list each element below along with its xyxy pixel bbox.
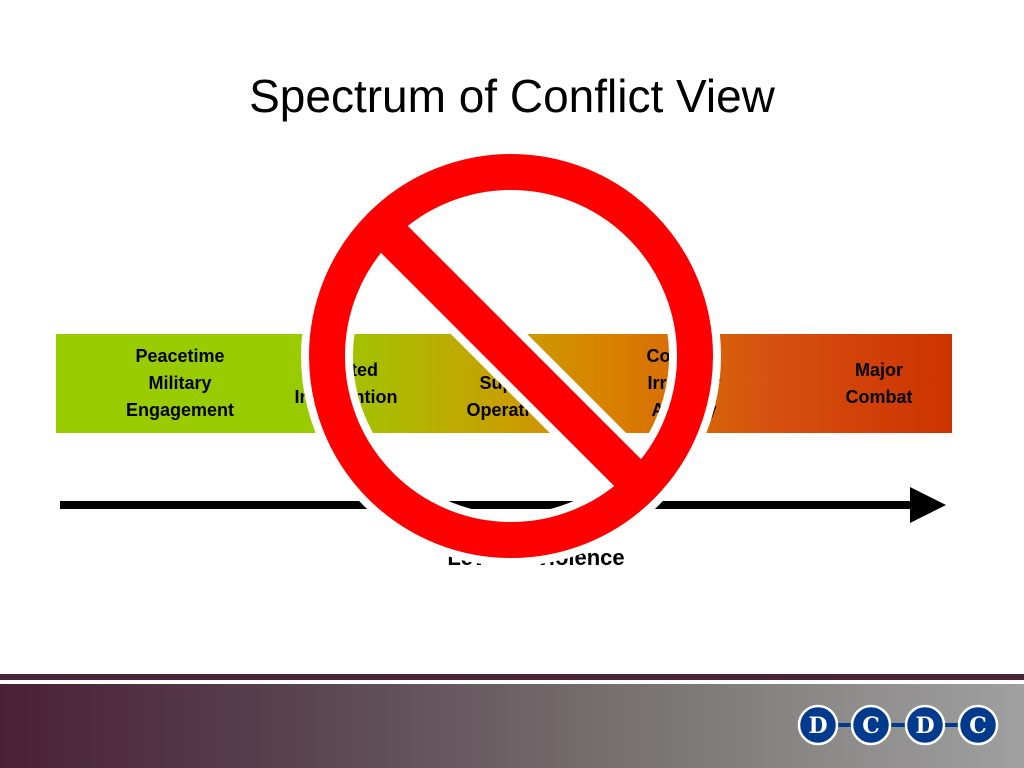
svg-text:C: C	[969, 713, 987, 739]
slide-title: Spectrum of Conflict View	[249, 70, 775, 122]
dcdc-logo: D C D C	[797, 704, 999, 746]
prohibition-ring	[309, 154, 713, 558]
logo-letter-c-1: C	[850, 704, 892, 746]
stage-major-combat: Major Combat	[845, 359, 913, 407]
footer-divider	[0, 674, 1024, 680]
svg-text:D: D	[915, 713, 934, 739]
prohibition-slash	[369, 214, 653, 498]
violence-arrow-head	[910, 487, 946, 523]
logo-letter-d-1: D	[797, 704, 839, 746]
logo-letter-c-2: C	[957, 704, 999, 746]
logo-letter-d-2: D	[904, 704, 946, 746]
stage-peacetime-military-engagement: Peacetime Military Engagement	[125, 346, 235, 420]
svg-text:D: D	[808, 713, 827, 739]
svg-text:C: C	[862, 713, 880, 739]
footer-divider-gap	[0, 680, 1024, 684]
